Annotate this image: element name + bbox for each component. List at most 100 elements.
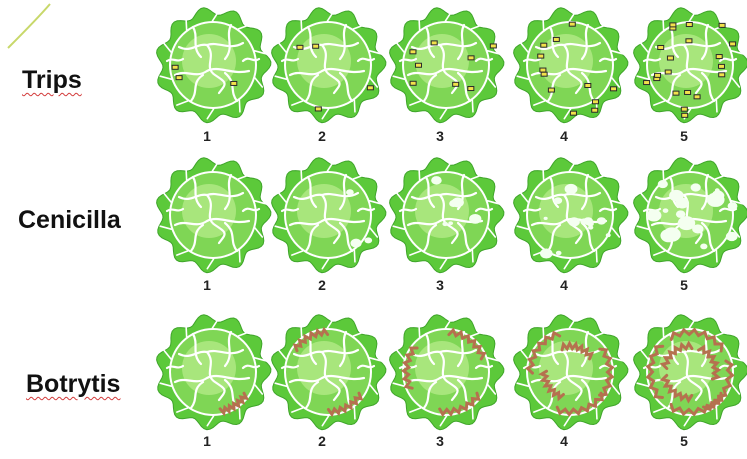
outer-leaf-vein [354,100,355,112]
leaf-vein [282,366,298,368]
head-highlight [182,184,236,238]
lettuce-head-mildew-level-5 [634,158,747,273]
leaf-vein [282,209,298,211]
thrips-mark [694,95,700,99]
outer-leaf-vein [472,407,473,419]
severity-level-number: 2 [312,277,332,293]
mildew-spot [346,189,354,195]
severity-level-number: 3 [430,433,450,449]
decorative-curve [8,4,50,48]
thrips-mark [592,100,598,104]
outer-leaf-vein [186,18,187,30]
lettuce-head-trips-level-2 [272,8,386,123]
outer-leaf-vein [419,18,420,30]
severity-level-number: 3 [430,128,450,144]
mildew-spot [554,197,562,204]
thrips-mark [730,42,736,46]
outer-leaf-vein [716,100,717,112]
mildew-spot [364,237,372,243]
severity-level-number: 1 [197,277,217,293]
thrips-mark [553,37,559,41]
thrips-mark [540,68,546,72]
thrips-mark [681,107,687,111]
thrips-mark [716,55,722,59]
thrips-mark [453,82,459,86]
thrips-mark [611,87,617,91]
mildew-spot [658,180,668,188]
mildew-spot [646,210,661,222]
outer-leaf-vein [543,168,544,180]
lettuce-head-botrytis-level-2 [272,315,386,430]
thrips-mark [431,41,437,45]
outer-leaf-vein [301,18,302,30]
mildew-spot [350,239,361,248]
mildew-spot [700,243,707,249]
outer-leaf-vein [419,325,420,337]
leaf-vein [524,59,540,61]
leaf-vein [167,59,183,61]
leaf-vein [400,209,416,211]
mildew-spot [663,227,681,241]
thrips-mark [685,90,691,94]
thrips-mark [367,86,373,90]
outer-leaf-vein [354,250,355,262]
lettuce-head-botrytis-level-5 [634,315,747,430]
lettuce-head-mildew-level-1 [157,158,271,273]
thrips-mark [719,73,725,77]
thrips-mark [313,44,319,48]
severity-level-number: 5 [674,277,694,293]
thrips-mark [585,83,591,87]
thrips-mark [410,81,416,85]
mildew-spot [678,216,695,230]
thrips-mark [176,76,182,80]
outer-leaf-vein [239,250,240,262]
lettuce-head-trips-level-3 [390,8,504,123]
thrips-mark [670,23,676,27]
leaf-vein [167,366,183,368]
outer-leaf-vein [419,168,420,180]
mildew-spot [448,221,453,225]
severity-level-number: 5 [674,433,694,449]
leaf-vein [524,209,540,211]
outer-leaf-vein [239,407,240,419]
thrips-mark [541,72,547,76]
thrips-mark [592,108,598,112]
severity-level-number: 3 [430,277,450,293]
outer-leaf-vein [543,18,544,30]
mildew-spot [556,251,562,256]
mildew-spot [580,218,588,224]
severity-level-number: 5 [674,128,694,144]
outer-leaf-vein [354,407,355,419]
outer-leaf-vein [472,250,473,262]
severity-level-number: 4 [554,128,574,144]
thrips-mark [655,73,661,77]
mildew-spot [431,176,442,184]
thrips-mark [569,22,575,26]
outer-leaf-vein [543,325,544,337]
head-highlight [415,34,469,88]
thrips-mark [682,113,688,117]
head-highlight [297,184,351,238]
mildew-spot [565,184,578,194]
outer-leaf-vein [472,100,473,112]
thrips-mark [415,63,421,67]
outer-leaf-vein [663,168,664,180]
mildew-spot [544,217,548,220]
mildew-spot [691,183,701,191]
thrips-mark [538,54,544,58]
thrips-mark [231,81,237,85]
lettuce-head-mildew-level-2 [272,158,386,273]
lettuce-head-trips-level-4 [514,8,628,123]
mildew-spot [715,188,720,192]
thrips-mark [667,56,673,60]
thrips-mark [686,23,692,27]
outer-leaf-vein [663,18,664,30]
mildew-spot [676,210,685,218]
head-highlight [182,341,236,395]
mildew-spot [568,217,579,226]
thrips-mark [410,50,416,54]
lettuce-head-mildew-level-3 [390,158,504,273]
mildew-spot [606,233,611,237]
severity-level-number: 1 [197,433,217,449]
thrips-mark [686,39,692,43]
